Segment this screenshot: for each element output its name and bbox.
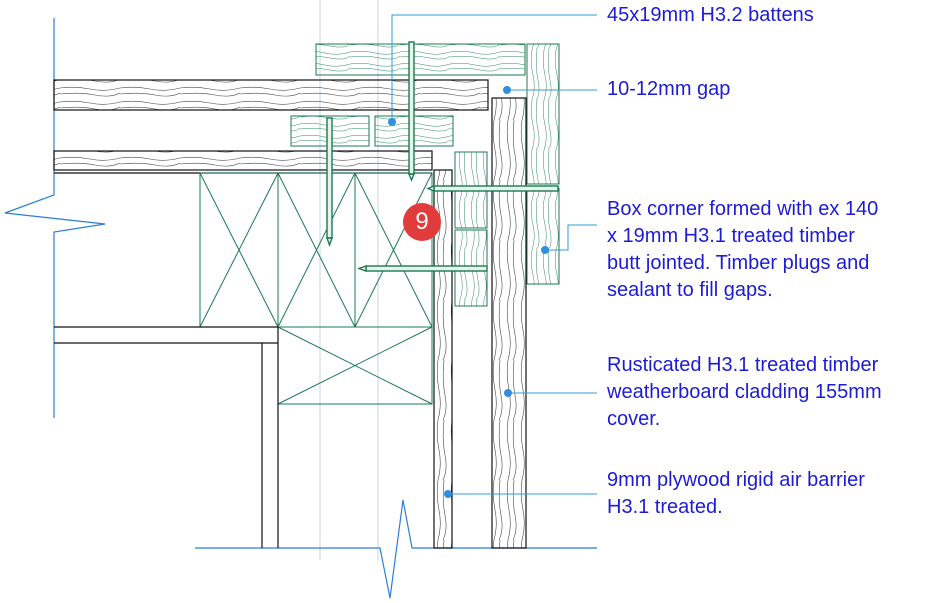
left-break-line: [4, 18, 106, 418]
lower-board: [53, 150, 433, 171]
label-box-corner: Box corner formed with ex 140 x 19mm H3.…: [607, 198, 879, 301]
framing: [199, 172, 433, 405]
detail-marker: 9: [403, 203, 441, 241]
label-cladding: Rusticated H3.1 treated timber weatherbo…: [607, 354, 882, 430]
interior-lining: [54, 326, 279, 548]
plywood-air-barrier: [433, 169, 453, 549]
bottom-break-line: [195, 499, 597, 599]
box-corner: [526, 43, 560, 285]
upper-board: [53, 79, 489, 111]
leader-lines: [391, 14, 597, 495]
label-gap: 10-12mm gap: [607, 78, 731, 100]
label-battens: 45x19mm H3.2 battens: [607, 4, 814, 26]
nails: [326, 41, 559, 272]
leader-dots: [388, 86, 549, 498]
weatherboard-cladding: [491, 97, 527, 549]
label-plywood: 9mm plywood rigid air barrier H3.1 treat…: [607, 469, 865, 518]
